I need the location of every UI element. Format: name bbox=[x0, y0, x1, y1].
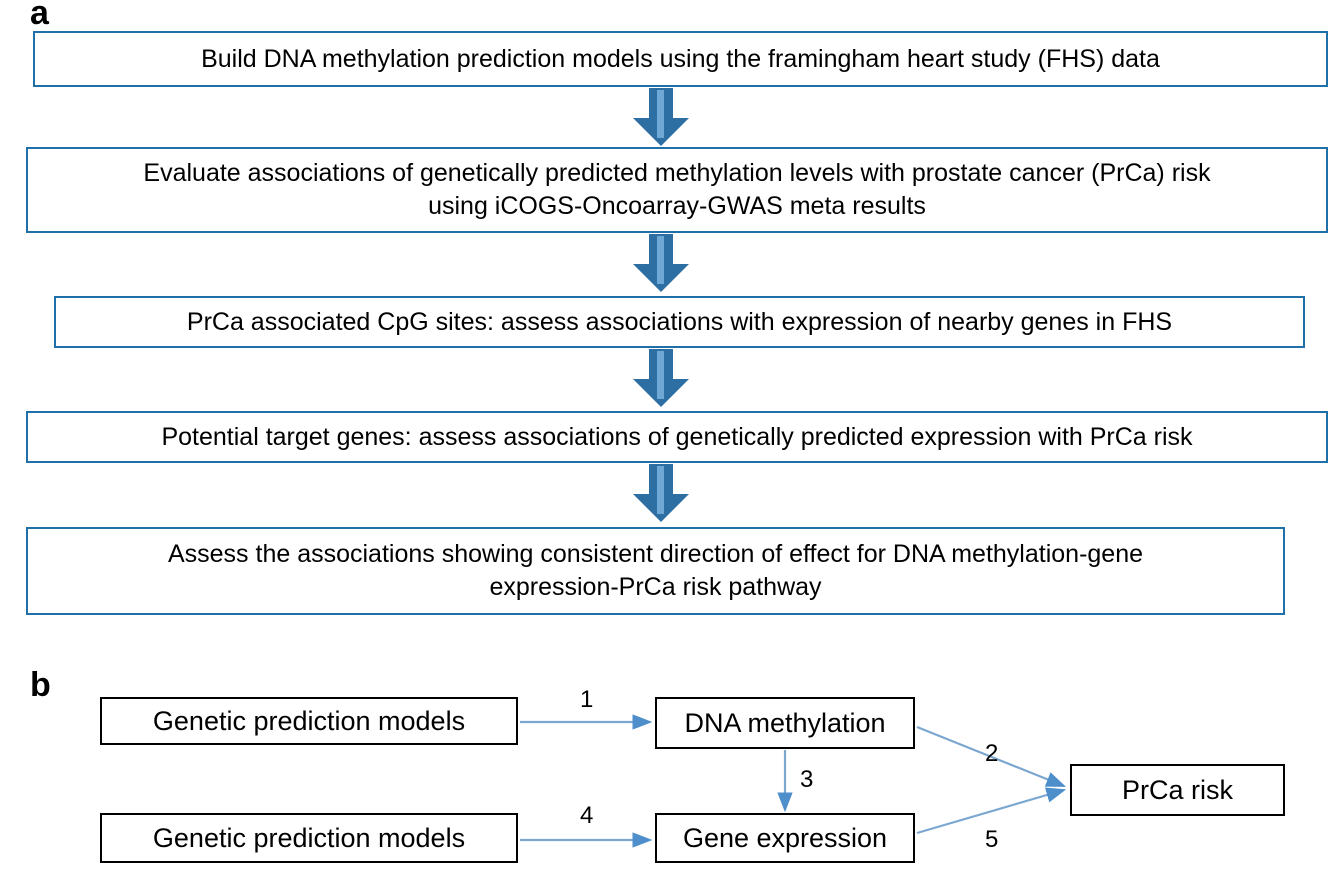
node-prca-risk-label: PrCa risk bbox=[1121, 775, 1233, 805]
panel-letter-a: a bbox=[30, 0, 49, 32]
flow-step-5-box: Assess the associations showing consiste… bbox=[26, 527, 1285, 615]
flow-step-5-text-line-2: expression-PrCa risk pathway bbox=[489, 573, 822, 601]
node-genetic-prediction-models-top: Genetic prediction models bbox=[100, 697, 518, 745]
flow-step-1-text: Build DNA methylation prediction models … bbox=[201, 44, 1160, 73]
edge-2-label: 2 bbox=[985, 740, 999, 767]
edge-1-label: 1 bbox=[580, 686, 594, 713]
node-gene-expression-label: Gene expression bbox=[682, 823, 888, 853]
node-genetic-prediction-models-bottom-label: Genetic prediction models bbox=[152, 823, 466, 853]
block-arrow-1-icon bbox=[633, 88, 689, 146]
node-prca-risk: PrCa risk bbox=[1070, 764, 1285, 816]
flow-step-2-text-line-1: Evaluate associations of genetically pre… bbox=[143, 159, 1211, 187]
edge-3-label: 3 bbox=[800, 766, 814, 793]
block-arrow-4-icon bbox=[633, 464, 689, 522]
edge-5-label: 5 bbox=[985, 826, 999, 853]
block-arrow-2-icon bbox=[633, 234, 689, 292]
flow-step-4-text: Potential target genes: assess associati… bbox=[161, 422, 1193, 451]
flow-step-5-text-line-1: Assess the associations showing consiste… bbox=[167, 540, 1144, 568]
panel-letter-b: b bbox=[30, 666, 51, 704]
node-dna-methylation-label: DNA methylation bbox=[684, 708, 886, 738]
block-arrow-3-icon bbox=[633, 349, 689, 407]
flow-step-3-text: PrCa associated CpG sites: assess associ… bbox=[186, 307, 1173, 336]
flow-step-2-text-line-2: using iCOGS-Oncoarray-GWAS meta results bbox=[428, 192, 926, 220]
flow-step-2-box: Evaluate associations of genetically pre… bbox=[26, 147, 1328, 233]
node-genetic-prediction-models-top-label: Genetic prediction models bbox=[152, 706, 466, 736]
flow-step-1-box: Build DNA methylation prediction models … bbox=[33, 31, 1328, 87]
node-dna-methylation: DNA methylation bbox=[655, 697, 915, 749]
flow-step-3-box: PrCa associated CpG sites: assess associ… bbox=[54, 296, 1305, 348]
node-gene-expression: Gene expression bbox=[655, 813, 915, 863]
flow-step-4-box: Potential target genes: assess associati… bbox=[26, 411, 1328, 463]
node-genetic-prediction-models-bottom: Genetic prediction models bbox=[100, 813, 518, 863]
edge-4-label: 4 bbox=[580, 802, 594, 829]
